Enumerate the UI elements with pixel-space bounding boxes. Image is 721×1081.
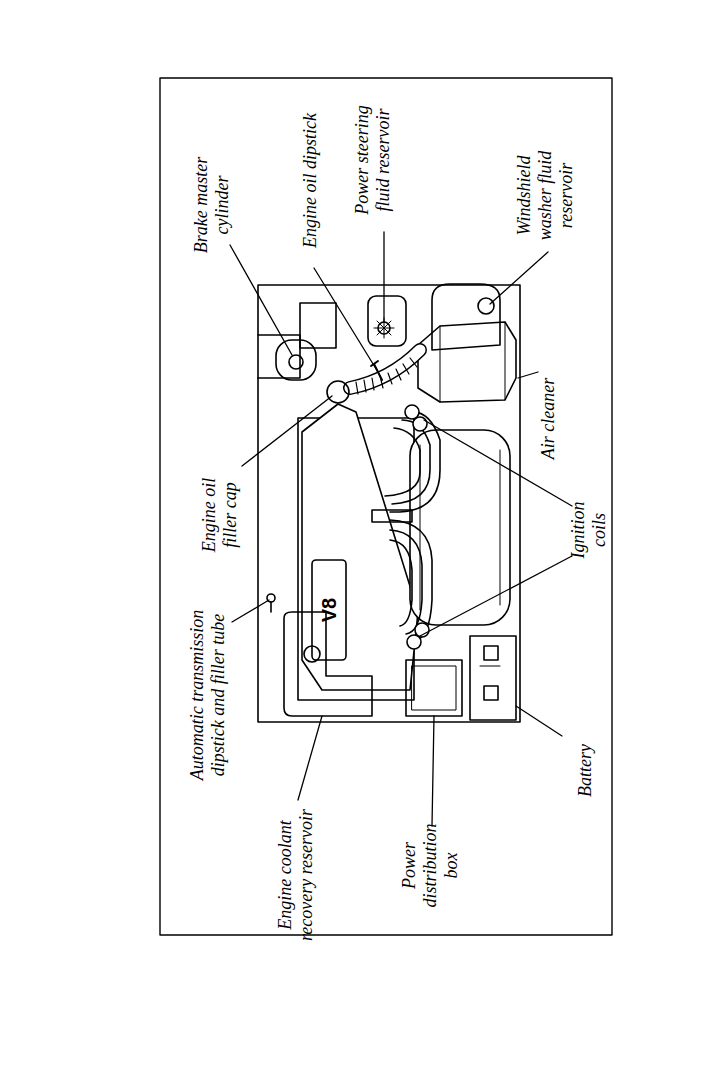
valve-cover [302, 404, 418, 690]
leader-lines [230, 232, 572, 826]
leader-line [298, 716, 322, 800]
leader-line [232, 600, 269, 622]
leader-line [490, 252, 548, 304]
coil-wire [390, 530, 422, 634]
part-label: Engine oil filler cap [199, 465, 241, 565]
oil-filler-cap [327, 381, 349, 403]
part-label: Ignition coils [567, 493, 609, 568]
leader-line [230, 245, 292, 355]
intake-hose [350, 350, 420, 388]
part-label: Engine coolant recovery reservoir [275, 795, 317, 955]
box-lid [412, 666, 456, 710]
coolant-reservoir [284, 612, 372, 716]
frame [160, 78, 612, 935]
engine-bay [258, 285, 520, 722]
air-cleaner [418, 322, 516, 402]
intake-plenum [410, 430, 510, 625]
part-label: Power steering fluid reservoir [351, 93, 393, 228]
battery-terminal [484, 686, 498, 700]
brake-cap [289, 355, 303, 369]
brake-bracket [258, 335, 300, 378]
part-label: Windshield washer fluid reservoir [514, 140, 577, 250]
leader-line [516, 706, 562, 736]
leader-line [242, 396, 332, 466]
leader-line [518, 372, 538, 378]
coil-wire [390, 412, 440, 512]
intake-hose-inner [350, 350, 420, 388]
brake-master-cylinder [276, 340, 316, 380]
air-cleaner-edge [440, 322, 505, 402]
part-label: Power distribution box [399, 818, 462, 913]
engine-emblem: V8 [318, 580, 340, 640]
dipstick-tube [270, 602, 272, 612]
leader-line [314, 268, 378, 372]
part-label: Battery [575, 730, 596, 810]
power-steering-reservoir [368, 296, 406, 346]
leader-line [420, 556, 572, 636]
hose-ribs [356, 358, 417, 394]
ignition-coil [413, 417, 427, 431]
coil-wire [390, 520, 432, 642]
part-label: Engine oil dipstick [300, 90, 321, 270]
part-label: Air cleaner [538, 363, 559, 473]
emblem-plate [312, 560, 346, 660]
coolant-cap [304, 646, 320, 662]
leader-line [383, 232, 384, 322]
part-label: Automatic transmission dipstick and fill… [187, 585, 229, 805]
part-label: Brake master cylinder [191, 135, 233, 275]
washer-reservoir [432, 284, 500, 350]
battery [470, 636, 516, 720]
coil-wire [392, 420, 430, 504]
battery-terminal [484, 646, 498, 660]
battery-mark [480, 666, 500, 667]
coil-wire [390, 540, 412, 626]
coil-wire [385, 428, 420, 496]
power-distribution-box [406, 660, 462, 716]
leader-line [432, 716, 434, 826]
washer-cap [478, 298, 494, 314]
